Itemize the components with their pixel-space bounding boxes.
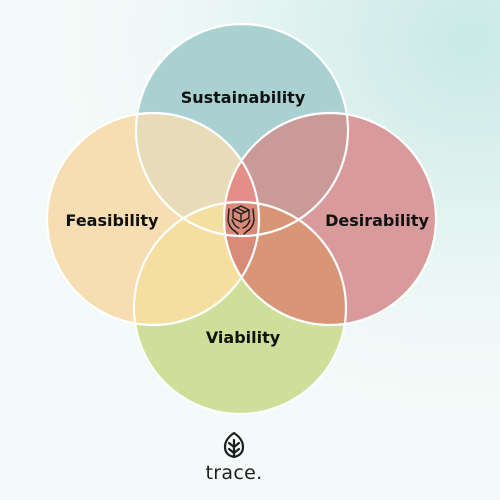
label-desirability: Desirability	[325, 211, 429, 230]
brand-logo: trace.	[205, 430, 295, 490]
label-viability: Viability	[206, 328, 281, 347]
label-sustainability: Sustainability	[181, 88, 306, 107]
leaf-icon	[223, 431, 245, 459]
hands-holding-box-icon	[227, 205, 255, 235]
brand-name: trace.	[205, 462, 263, 484]
label-feasibility: Feasibility	[66, 211, 159, 230]
